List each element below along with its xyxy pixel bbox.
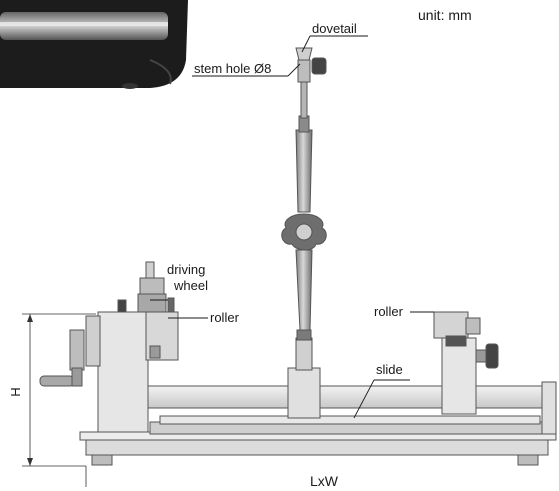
- unit-label: unit: mm: [418, 7, 472, 23]
- driving-wheel-label-line2: wheel: [173, 278, 208, 293]
- left-headstock: [39, 311, 179, 433]
- right-tailstock: [433, 311, 499, 415]
- slide-label: slide: [376, 362, 403, 377]
- height-label: H: [8, 387, 23, 396]
- stem-hole-label: stem hole Ø8: [194, 61, 271, 76]
- driving-wheel-label-line1: driving: [167, 262, 205, 277]
- slide: [149, 415, 547, 435]
- roller-left-label: roller: [210, 310, 240, 325]
- height-dimension: [22, 313, 96, 487]
- driving-wheel: [117, 261, 175, 313]
- inset-photo: [0, 0, 188, 89]
- dovetail-label: dovetail: [312, 21, 357, 36]
- base-plate: [79, 431, 557, 466]
- length-width-label: LxW: [310, 473, 339, 489]
- indicator-stand: [281, 47, 327, 419]
- leader-lines: [150, 35, 434, 419]
- roller-right-label: roller: [374, 304, 404, 319]
